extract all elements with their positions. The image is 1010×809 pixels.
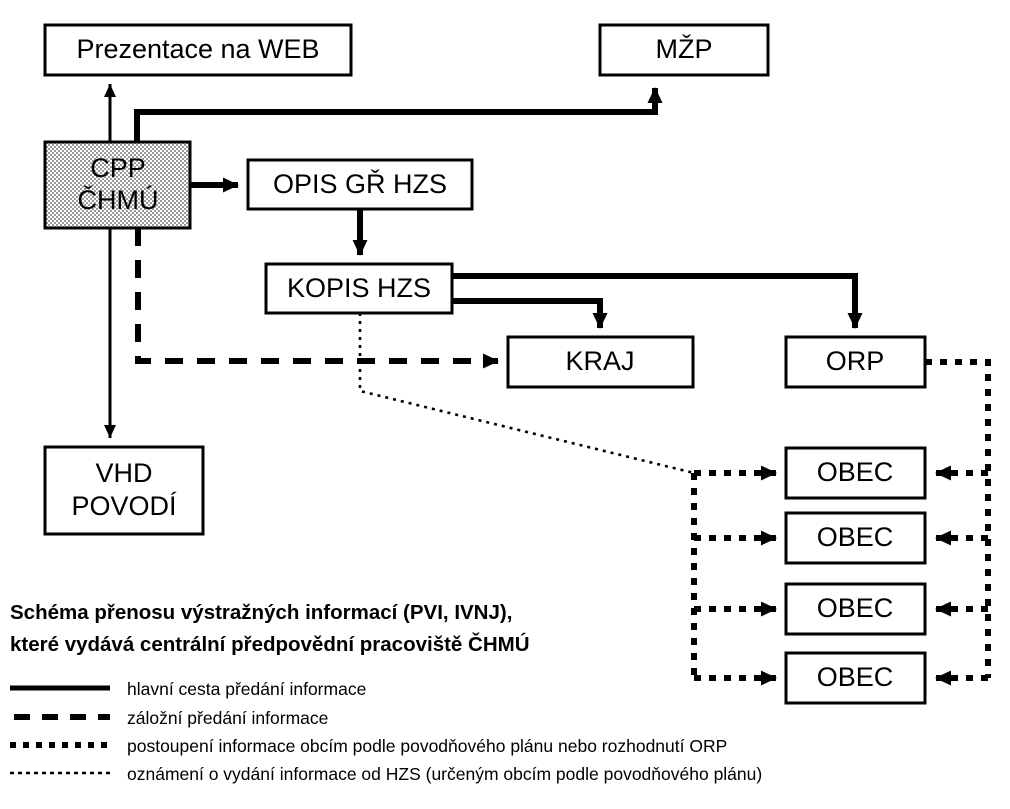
edge-kopis-to-obec-notify (358, 313, 695, 475)
edge-kopis-to-orp (452, 273, 863, 329)
node-label-kraj: KRAJ (565, 346, 634, 376)
edge-hzs-notify-trunk (691, 465, 777, 686)
node-label-mzp: MŽP (656, 33, 713, 64)
node-label-obec-4: OBEC (817, 662, 894, 692)
node-label-cpp-line2: ČHMÚ (78, 184, 159, 215)
node-label-kopis: KOPIS HZS (287, 273, 431, 303)
node-cpp-chmu[interactable]: CPP ČHMÚ (43, 140, 192, 230)
legend-entry-label-0: hlavní cesta předání informace (127, 679, 366, 699)
legend-entry-dashed: záložní předání informace (14, 708, 328, 728)
node-orp[interactable]: ORP (784, 335, 927, 389)
node-obec-1[interactable]: OBEC (784, 446, 927, 500)
legend-entry-dotted-thick: postoupení informace obcím podle povodňo… (10, 736, 727, 756)
legend: Schéma přenosu výstražných informací (PV… (10, 601, 762, 784)
node-label-orp: ORP (826, 346, 885, 376)
edge-kopis-to-kraj (452, 298, 608, 329)
edge-cpp-to-kraj-backup (135, 228, 499, 369)
node-kraj[interactable]: KRAJ (506, 335, 695, 389)
node-label-obec-3: OBEC (817, 593, 894, 623)
node-label-obec-1: OBEC (817, 457, 894, 487)
legend-entry-label-2: postoupení informace obcím podle povodňo… (127, 736, 727, 756)
node-label-cpp-line1: CPP (90, 153, 146, 183)
node-label-vhd-line1: VHD (95, 458, 152, 488)
node-label-opis: OPIS GŘ HZS (273, 168, 447, 199)
legend-entry-label-1: záložní předání informace (127, 708, 328, 728)
edge-cpp-to-mzp (134, 87, 663, 145)
node-opis-gr-hzs[interactable]: OPIS GŘ HZS (246, 158, 474, 211)
node-obec-3[interactable]: OBEC (784, 582, 927, 636)
legend-title-line-1: Schéma přenosu výstražných informací (PV… (10, 601, 512, 624)
node-obec-4[interactable]: OBEC (784, 651, 927, 705)
node-kopis-hzs[interactable]: KOPIS HZS (264, 262, 454, 315)
node-obec-2[interactable]: OBEC (784, 511, 927, 565)
legend-entry-solid: hlavní cesta předání informace (10, 679, 366, 699)
edge-orp-to-obec-group (925, 359, 991, 686)
node-label-prezentace: Prezentace na WEB (76, 34, 319, 64)
node-mzp[interactable]: MŽP (598, 23, 770, 77)
node-label-obec-2: OBEC (817, 522, 894, 552)
node-prezentace-na-web[interactable]: Prezentace na WEB (43, 23, 353, 77)
legend-entry-label-3: oznámení o vydání informace od HZS (urče… (127, 764, 762, 784)
node-vhd-povodi[interactable]: VHD POVODÍ (43, 445, 205, 536)
node-label-vhd-line2: POVODÍ (71, 491, 177, 521)
legend-entry-dotted-thin: oznámení o vydání informace od HZS (urče… (10, 764, 762, 784)
legend-title-line-2: které vydává centrální předpovědní praco… (10, 632, 530, 656)
